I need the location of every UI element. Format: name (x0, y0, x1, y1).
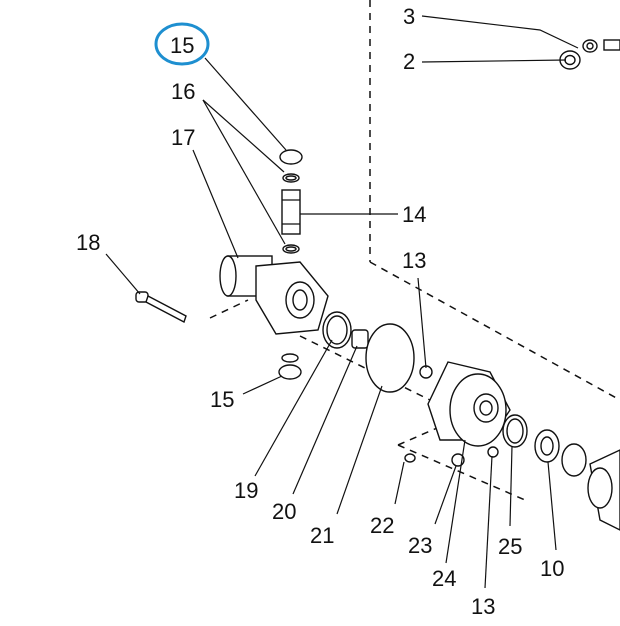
callout-2: 2 (403, 49, 415, 74)
o-ring-19-inner (326, 315, 348, 345)
callout-13-top: 13 (402, 248, 426, 273)
sight-glass-stack (279, 149, 303, 254)
lower-plug (278, 353, 302, 380)
seal-25-inner (506, 418, 524, 444)
highlight-circle (154, 22, 210, 66)
pin-22 (404, 453, 416, 463)
callout-22: 22 (370, 513, 394, 538)
nut-and-washer (559, 39, 620, 70)
bolt (135, 291, 187, 324)
rotor-housing (427, 361, 511, 447)
callout-23: 23 (408, 533, 432, 558)
callout-24: 24 (432, 566, 456, 591)
leader-lines (105, 15, 579, 589)
bearing-10-inner (540, 436, 554, 456)
plate-21 (365, 323, 415, 393)
callout-13-bottom: 13 (471, 594, 495, 619)
callout-15-bottom: 15 (210, 387, 234, 412)
callout-labels: 3 2 15 16 17 14 18 13 15 19 20 21 22 23 … (76, 4, 564, 619)
callout-20: 20 (272, 499, 296, 524)
callout-3: 3 (403, 4, 415, 29)
callout-15-top: 15 (170, 33, 194, 58)
coupling-20 (351, 329, 369, 349)
callout-25: 25 (498, 534, 522, 559)
callout-19: 19 (234, 478, 258, 503)
washer-13-bottom (487, 446, 499, 458)
shaft (561, 443, 620, 531)
callout-21: 21 (310, 523, 334, 548)
callout-14: 14 (402, 202, 426, 227)
callout-18: 18 (76, 230, 100, 255)
callout-16: 16 (171, 79, 195, 104)
callout-17: 17 (171, 125, 195, 150)
callout-10: 10 (540, 556, 564, 581)
housing-body (219, 255, 329, 335)
